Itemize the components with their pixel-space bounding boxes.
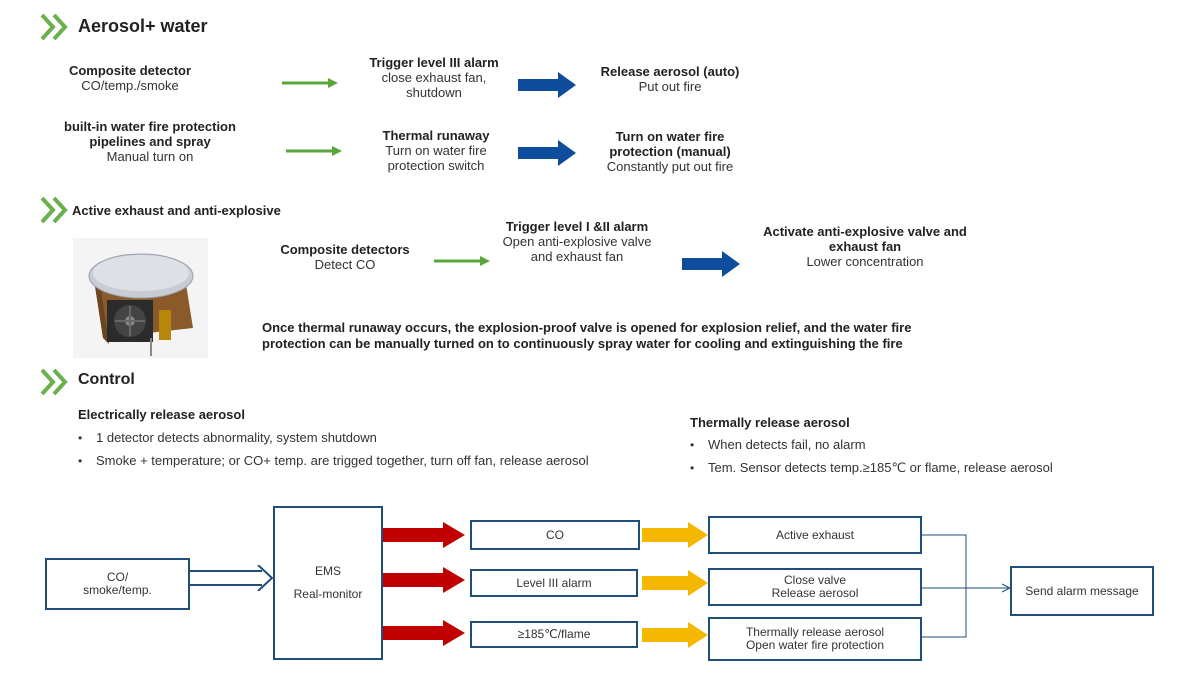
input-sensors-box: CO/ smoke/temp. [45, 558, 190, 610]
red-arrow-icon [383, 522, 465, 548]
electrical-heading: Electrically release aerosol [78, 407, 245, 422]
note-line2: protection can be manually turned on to … [262, 336, 903, 351]
action-box-active-exhaust: Active exhaust [708, 516, 922, 554]
signal-level-iii-label: Level III alarm [516, 575, 592, 590]
action-active-exhaust-label: Active exhaust [775, 527, 855, 542]
trigger-level-i-ii-block: Trigger level I &II alarm Open anti-expl… [492, 219, 662, 264]
valve-fan-illustration [73, 238, 208, 358]
release-aerosol-title: Release aerosol (auto) [600, 64, 740, 79]
trigger-level-i-ii-line2: and exhaust fan [530, 249, 624, 264]
composite-detectors-block: Composite detectors Detect CO [270, 242, 420, 272]
release-aerosol-sub: Put out fire [638, 79, 702, 94]
thermal-runaway-title: Thermal runaway [382, 128, 490, 143]
thermal-bullet-1-text: When detects fail, no alarm [708, 437, 866, 452]
section-title-exhaust: Active exhaust and anti-explosive [72, 203, 281, 218]
trigger-level-i-ii-line1: Open anti-explosive valve [502, 234, 652, 249]
ems-title: EMS [314, 564, 341, 578]
thermal-runaway-line1: Turn on water fire [385, 143, 487, 158]
blue-arrow-icon [518, 72, 576, 98]
turn-on-water-block: Turn on water fire protection (manual) C… [590, 129, 750, 174]
red-arrow-icon [383, 620, 465, 646]
action-box-thermal-release: Thermally release aerosol Open water fir… [708, 617, 922, 661]
section-title-control: Control [78, 371, 135, 388]
signal-box-temperature: ≥185℃/flame [470, 621, 638, 648]
blue-arrow-icon [518, 140, 576, 166]
water-protection-line2: pipelines and spray [89, 134, 211, 149]
trigger-level-iii-line1: close exhaust fan, [381, 70, 487, 85]
trigger-level-iii-block: Trigger level III alarm close exhaust fa… [354, 55, 514, 100]
signal-temperature-label: ≥185℃/flame [517, 627, 591, 641]
green-arrow-icon [282, 78, 338, 88]
electrical-bullet-1: •1 detector detects abnormality, system … [78, 430, 377, 445]
activate-valve-line1: Activate anti-explosive valve and [763, 224, 967, 239]
action-close-valve-line1: Close valve [783, 573, 847, 587]
ems-sub: Real-monitor [293, 587, 363, 601]
section-title-aerosol-water: Aerosol+ water [78, 16, 208, 36]
connector-lines [922, 534, 1012, 638]
water-protection-sub: Manual turn on [106, 149, 194, 164]
turn-on-water-sub: Constantly put out fire [606, 159, 734, 174]
composite-detector-title: Composite detector [68, 63, 192, 78]
activate-valve-block: Activate anti-explosive valve and exhaus… [750, 224, 980, 269]
blue-arrow-icon [682, 251, 740, 277]
composite-detectors-sub: Detect CO [314, 257, 376, 272]
double-chevron-icon [40, 13, 68, 41]
send-alarm-message-box: Send alarm message [1010, 566, 1154, 616]
double-chevron-icon [40, 368, 68, 396]
trigger-level-iii-title: Trigger level III alarm [369, 55, 499, 70]
ems-box: EMS Real-monitor [273, 506, 383, 660]
double-line-arrow-icon [190, 565, 274, 591]
action-close-valve-line2: Release aerosol [771, 586, 859, 600]
signal-box-co: CO [470, 520, 640, 550]
thermal-bullet-2-text: Tem. Sensor detects temp.≥185℃ or flame,… [708, 460, 1053, 475]
thermal-bullet-1: •When detects fail, no alarm [690, 437, 866, 452]
turn-on-water-line2: protection (manual) [609, 144, 731, 159]
activate-valve-sub: Lower concentration [806, 254, 924, 269]
thermal-heading: Thermally release aerosol [690, 415, 850, 430]
activate-valve-line2: exhaust fan [828, 239, 902, 254]
signal-box-level-iii: Level III alarm [470, 569, 638, 597]
thermal-runaway-block: Thermal runaway Turn on water fire prote… [356, 128, 516, 173]
anti-explosive-valve-image [73, 238, 208, 358]
electrical-bullet-2-text: Smoke + temperature; or CO+ temp. are tr… [96, 453, 589, 468]
water-protection-line1: built-in water fire protection [64, 119, 236, 134]
yellow-arrow-icon [642, 570, 708, 596]
electrical-bullet-1-text: 1 detector detects abnormality, system s… [96, 430, 377, 445]
trigger-level-i-ii-title: Trigger level I &II alarm [505, 219, 649, 234]
water-protection-block: built-in water fire protection pipelines… [50, 119, 250, 164]
action-box-close-valve: Close valve Release aerosol [708, 568, 922, 606]
composite-detectors-title: Composite detectors [280, 242, 410, 257]
action-thermal-release-line1: Thermally release aerosol [745, 625, 885, 639]
green-arrow-icon [286, 146, 342, 156]
composite-detector-sub: CO/temp./smoke [81, 78, 179, 93]
green-arrow-icon [434, 256, 490, 266]
input-sensors-line2: smoke/temp. [83, 583, 152, 597]
composite-detector-block: Composite detector CO/temp./smoke [60, 63, 200, 93]
electrical-bullet-2: •Smoke + temperature; or CO+ temp. are t… [78, 453, 589, 468]
input-sensors-line1: CO/ [106, 570, 129, 584]
red-arrow-icon [383, 567, 465, 593]
release-aerosol-block: Release aerosol (auto) Put out fire [590, 64, 750, 94]
send-alarm-message-label: Send alarm message [1025, 583, 1139, 598]
action-thermal-release-line2: Open water fire protection [745, 638, 885, 652]
yellow-arrow-icon [642, 522, 708, 548]
yellow-arrow-icon [642, 622, 708, 648]
thermal-runaway-line2: protection switch [387, 158, 485, 173]
note-line1: Once thermal runaway occurs, the explosi… [262, 320, 912, 335]
turn-on-water-line1: Turn on water fire [615, 129, 725, 144]
trigger-level-iii-line2: shutdown [406, 85, 462, 100]
double-chevron-icon [40, 196, 68, 224]
signal-co-label: CO [546, 527, 564, 542]
thermal-bullet-2: •Tem. Sensor detects temp.≥185℃ or flame… [690, 460, 1053, 475]
thermal-runaway-note: Once thermal runaway occurs, the explosi… [262, 320, 911, 352]
